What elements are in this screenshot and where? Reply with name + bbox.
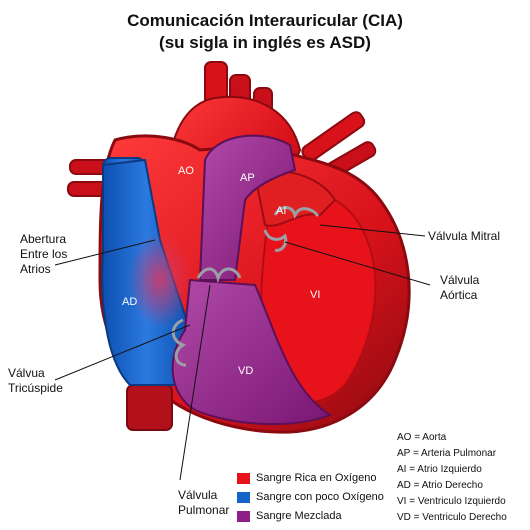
leader-aortica [284,241,431,286]
leader-abertura [54,239,156,266]
inferior-vena-cava [126,384,173,431]
legend-swatch-red [237,472,250,484]
legend-item-low-oxygen: Sangre con poco Oxígeno [237,491,384,503]
legend-label: Sangre Rica en Oxígeno [256,472,377,484]
chamber-label-ao: AO [178,165,194,177]
right-ventricle [171,278,333,426]
legend-swatch-purple [237,510,250,522]
abbreviation-ao: AO = Aorta [397,432,447,443]
aortic-valve [263,229,288,252]
legend-swatch-blue [237,491,250,503]
label-aortica: Válvula Aórtica [440,273,480,302]
title-line-1: Comunicación Interauricular (CIA) [127,11,403,30]
title-line-2: (su sigla in inglés es ASD) [159,33,371,52]
chamber-label-ap: AP [240,172,255,184]
legend-label: Sangre Mezclada [256,510,342,522]
leader-tricuspide [54,324,191,381]
label-pulmonar: Válvula Pulmonar [178,488,230,517]
asd-mixing-area [128,232,192,328]
abbreviation-ad: AD = Atrio Derecho [397,480,483,491]
abbreviation-vd: VD = Ventriculo Derecho [397,512,507,523]
label-abertura: Abertura Entre los Atrios [20,232,68,276]
abbreviation-ai: AI = Atrio Izquierdo [397,464,482,475]
chamber-label-ai: AI [276,205,286,217]
tricuspid-valve [171,318,187,367]
pulmonary-valve [196,267,242,284]
legend-item-mixed: Sangre Mezclada [237,510,342,522]
abbreviation-vi: VI = Ventriculo Izquierdo [397,496,506,507]
chamber-label-ad: AD [122,296,137,308]
abbreviation-ap: AP = Arteria Pulmonar [397,448,497,459]
legend-label: Sangre con poco Oxígeno [256,491,384,503]
leader-pulmonar [179,284,211,481]
pulmonary-artery [198,134,297,281]
leader-mitral [319,224,426,237]
mitral-valve [273,206,320,220]
label-tricuspide: Válvua Tricúspide [8,366,63,395]
chamber-label-vd: VD [238,365,253,377]
label-mitral: Válvula Mitral [428,229,501,243]
legend-item-oxygen-rich: Sangre Rica en Oxígeno [237,472,376,484]
chamber-label-vi: VI [310,289,320,301]
